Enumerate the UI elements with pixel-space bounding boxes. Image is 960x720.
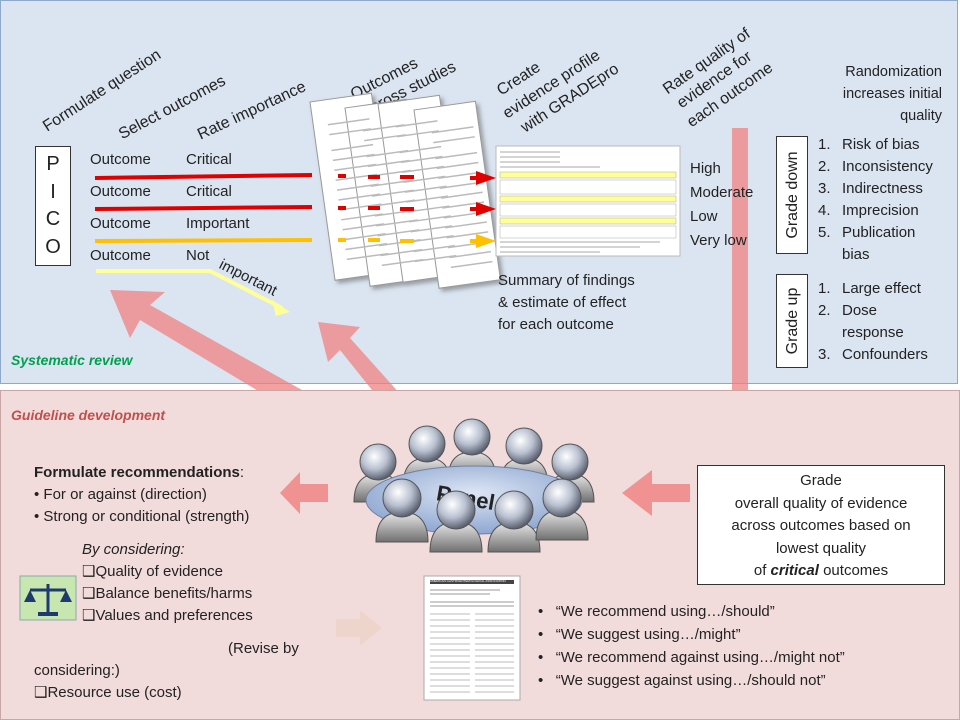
outcome-importance-1: Critical <box>186 151 232 168</box>
outcome-line-critical-2 <box>94 202 496 216</box>
grade-up-item: 1.Large effect <box>818 280 921 297</box>
pico-p: P <box>46 153 60 176</box>
grade-up-list: 1.Large effect 2.Dose response 3.Confoun… <box>818 278 928 366</box>
arrow-to-document <box>336 610 382 646</box>
scales-icon <box>19 575 77 621</box>
people-panel-icon: Panel <box>353 418 595 553</box>
grade-down-item: 3.Indirectness <box>818 180 923 197</box>
grade-up-box: Grade up <box>776 274 808 368</box>
top-graphics <box>94 92 748 390</box>
grade-up-label: Grade up <box>784 287 801 355</box>
formulate-colon: : <box>239 464 245 481</box>
outcome-label-2: Outcome <box>90 183 151 200</box>
recommendation-wording-item: • “We suggest against using…/should not” <box>538 672 826 689</box>
randomization-line-1: Randomization <box>845 64 942 80</box>
pico-c: C <box>45 208 61 231</box>
recommendation-wording-item: • “We recommend against using…/might not… <box>538 649 845 666</box>
formulate-item: • For or against (direction) <box>34 486 207 503</box>
outcome-label-1: Outcome <box>90 151 151 168</box>
outcome-line-critical-1 <box>94 171 496 185</box>
pico-i: I <box>50 180 56 203</box>
journal-header: AMERICAN GASTROENTEROLOGICAL ASSOCIATION <box>430 580 506 583</box>
quality-moderate: Moderate <box>690 184 754 201</box>
resource-use: ❑Resource use (cost) <box>34 684 182 701</box>
grade-box-line3: across outcomes based on <box>731 517 911 534</box>
recommendation-wording-item: • “We recommend using…/should” <box>538 603 775 620</box>
summary-line-2: & estimate of effect <box>498 294 627 311</box>
formulate-recommendations: Formulate recommendations: • For or agai… <box>34 462 249 528</box>
guideline-development-label: Guideline development <box>11 407 166 423</box>
checkbox-icon: ❑ <box>82 585 96 602</box>
bottom-graphics: Panel <box>19 418 690 701</box>
pico-o: O <box>45 235 61 258</box>
outcome-line-important <box>94 234 496 248</box>
considering-block: By considering: ❑Quality of evidence ❑Ba… <box>82 539 253 627</box>
formulate-item: • Strong or conditional (strength) <box>34 508 250 525</box>
outcome-importance-4: Not <box>186 247 210 264</box>
quality-low: Low <box>690 208 718 225</box>
by-considering: By considering: <box>82 541 185 558</box>
grade-down-box: Grade down <box>776 136 808 254</box>
checkbox-icon: ❑ <box>82 563 96 580</box>
grade-box-line1: Grade <box>800 472 842 489</box>
document-icon <box>423 575 521 701</box>
grade-up-item: 3.Confounders <box>818 346 928 363</box>
grade-up-item-cont: response <box>842 324 904 341</box>
grade-up-item: 2.Dose <box>818 302 878 319</box>
considering-item: ❑Quality of evidence <box>82 563 224 580</box>
considering-item: ❑Balance benefits/harms <box>82 585 253 602</box>
grade-box-line2: overall quality of evidence <box>734 494 908 512</box>
grade-box-line4: lowest quality <box>775 539 867 557</box>
randomization-line-3: quality <box>900 108 942 124</box>
quality-high: High <box>690 160 721 177</box>
quality-levels: High Moderate Low Very low <box>690 157 753 253</box>
grade-down-item-cont: bias <box>842 246 870 263</box>
considering-2: considering:) <box>34 662 120 679</box>
formulate-title: Formulate recommendations <box>34 464 240 481</box>
grade-down-item: 2.Inconsistency <box>818 158 933 175</box>
summary-line-3: for each outcome <box>498 316 614 333</box>
outcome-label-3: Outcome <box>90 215 151 232</box>
systematic-review-label: Systematic review <box>11 352 133 368</box>
randomization-note: Randomization increases initial quality <box>812 61 942 127</box>
down-arrow <box>732 128 748 390</box>
summary-line-1: Summary of findings <box>498 272 635 289</box>
grade-down-item: 5.Publication <box>818 224 916 241</box>
outcome-importance-2: Critical <box>186 183 232 200</box>
outcome-line-not-important <box>96 269 290 316</box>
grade-box-line5: of critical outcomes <box>753 562 889 579</box>
grade-down-item: 4.Imprecision <box>818 202 919 219</box>
quality-very-low: Very low <box>690 232 747 249</box>
grade-down-list: 1.Risk of bias 2.Inconsistency 3.Indirec… <box>818 134 933 266</box>
arrow-to-recommendations <box>280 472 328 514</box>
randomization-line-2: increases initial <box>842 86 942 102</box>
checkbox-icon: ❑ <box>34 684 48 701</box>
evidence-profile-icon <box>495 145 681 257</box>
considering-item: ❑Values and preferences <box>82 607 253 624</box>
recommendation-wording-list: • “We recommend using…/should” • “We sug… <box>538 600 845 692</box>
grade-down-item: 1.Risk of bias <box>818 136 920 153</box>
pico-box: P I C O <box>35 146 71 266</box>
grade-down-label: Grade down <box>784 151 801 239</box>
outcome-label-4: Outcome <box>90 247 151 264</box>
revise-by: (Revise by <box>228 640 299 657</box>
recommendation-wording-item: • “We suggest using…/might” <box>538 626 741 643</box>
grade-overall-quality-box: Grade overall quality of evidence across… <box>697 465 945 585</box>
arrow-from-grade-box <box>622 470 690 516</box>
feedback-arrow-left <box>110 290 302 390</box>
checkbox-icon: ❑ <box>82 607 96 624</box>
summary-of-findings: Summary of findings & estimate of effect… <box>498 270 635 336</box>
feedback-arrow-middle <box>318 322 397 390</box>
outcome-importance-3: Important <box>186 215 250 232</box>
